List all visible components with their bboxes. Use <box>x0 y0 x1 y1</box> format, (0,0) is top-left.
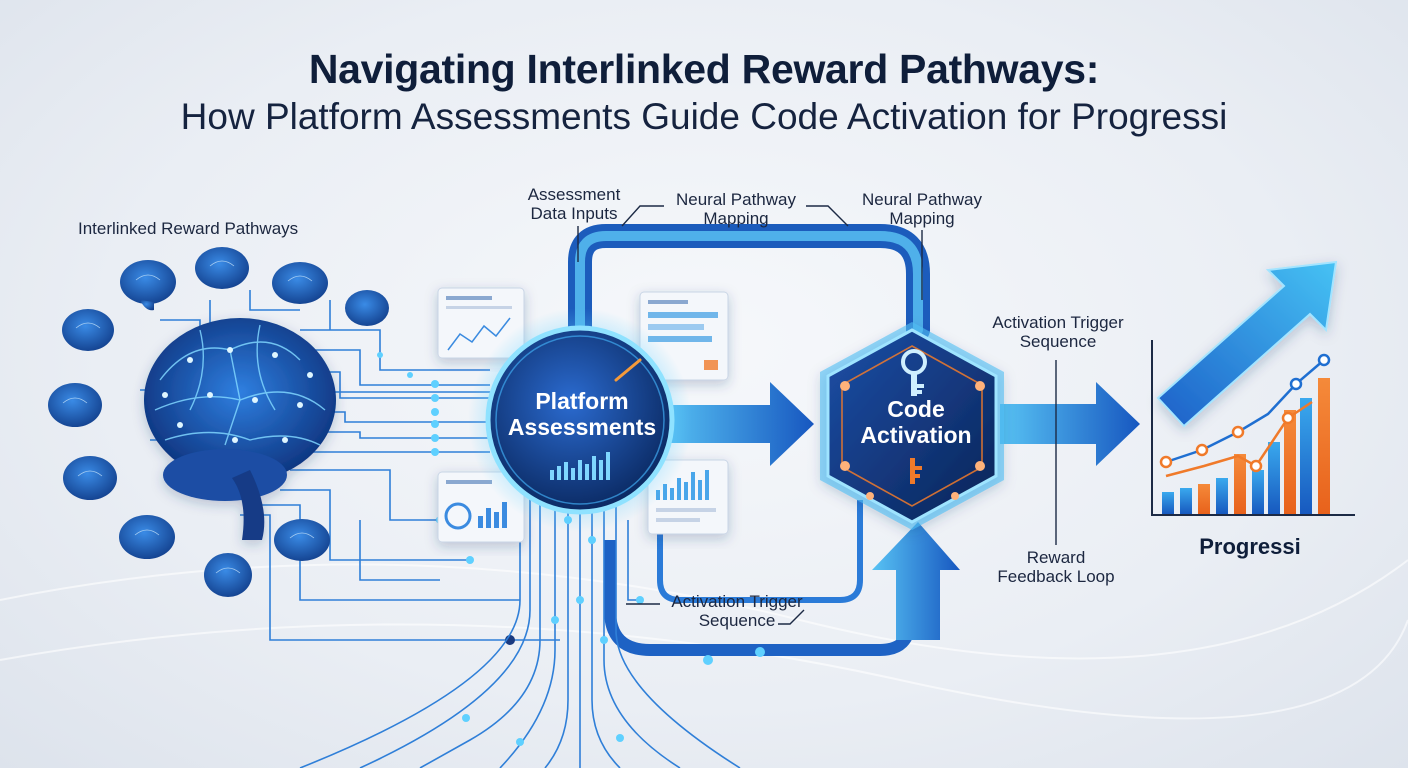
bar-chart-icon <box>550 452 610 480</box>
label-activation-trigger-bottom: Activation Trigger Sequence <box>662 592 812 630</box>
label-reward-feedback: Reward Feedback Loop <box>994 548 1118 586</box>
label-assessment-inputs: Assessment Data Inputs <box>512 185 636 223</box>
label-line: Assessment <box>527 185 621 204</box>
brain-icon <box>48 383 102 427</box>
label-leaders <box>577 205 1057 625</box>
progress-label: Progressi <box>1199 534 1301 559</box>
key-icon <box>910 458 922 484</box>
label-line: Data Inputs <box>530 204 618 223</box>
node-line: Assessments <box>507 414 657 440</box>
neural-pathway-pipe <box>568 224 930 352</box>
brain-icon <box>119 515 175 559</box>
bar-chart-icon <box>1162 378 1330 514</box>
brain-icon <box>272 262 328 304</box>
label-line: Feedback Loop <box>997 567 1115 586</box>
label-activation-trigger-top: Activation Trigger Sequence <box>984 313 1132 351</box>
label-neural-mapping-1: Neural Pathway Mapping <box>668 190 804 228</box>
brain-icon <box>62 309 114 351</box>
page-title: Navigating Interlinked Reward Pathways: <box>308 46 1100 92</box>
node-line: Code <box>887 396 945 422</box>
label-neural-mapping-2: Neural Pathway Mapping <box>854 190 990 228</box>
brain-icon <box>63 456 117 500</box>
page-subtitle: How Platform Assessments Guide Code Acti… <box>180 96 1228 137</box>
brain-circuit-lines <box>140 290 560 641</box>
bottom-circuit-lines <box>299 460 741 768</box>
label-line: Mapping <box>703 209 769 228</box>
label-line: Activation Trigger <box>992 313 1124 332</box>
brain-icon <box>204 553 252 597</box>
brain-icon <box>345 290 389 326</box>
brain-icon <box>195 247 249 289</box>
label-line: Mapping <box>889 209 955 228</box>
label-line: Neural Pathway <box>861 190 982 209</box>
label-line: Activation Trigger <box>671 592 803 611</box>
key-icon <box>901 349 927 396</box>
node-line: Activation <box>860 422 972 448</box>
label-line: Sequence <box>1019 332 1097 351</box>
label-line: Sequence <box>698 611 776 630</box>
arrow-code-to-progress <box>1000 382 1140 466</box>
arrow-platform-to-code <box>660 382 814 466</box>
arrow-up-icon <box>1156 260 1338 428</box>
brain-icon <box>274 519 330 561</box>
label-interlinked-pathways: Interlinked Reward Pathways <box>78 219 299 238</box>
platform-assessments-label: Platform Assessments <box>492 388 672 440</box>
platform-assessments-node <box>468 308 692 532</box>
mini-brains <box>48 247 389 597</box>
brain-icon <box>120 260 176 311</box>
feedback-arrow-up <box>872 522 960 640</box>
label-line: Reward <box>1026 548 1086 567</box>
label-line: Neural Pathway <box>675 190 796 209</box>
progress-chart <box>1151 340 1355 516</box>
code-activation-node <box>820 322 1004 530</box>
code-activation-label: Code Activation <box>836 396 996 448</box>
node-line: Platform <box>535 388 629 414</box>
brain-icon <box>144 318 336 540</box>
